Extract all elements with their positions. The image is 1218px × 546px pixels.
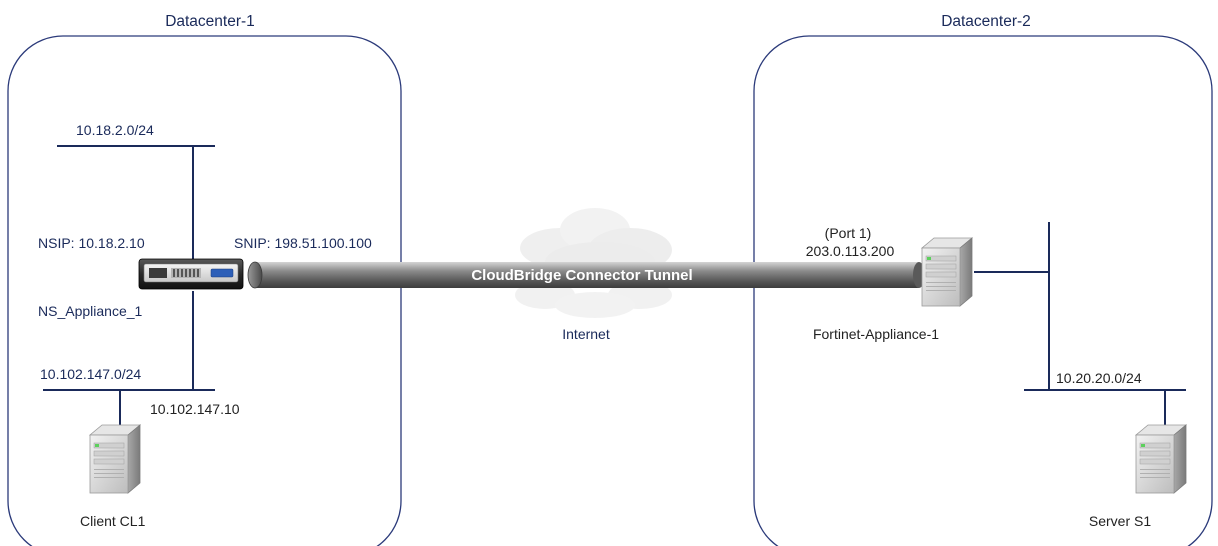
client-ip-label: 10.102.147.10 <box>150 401 240 417</box>
internet-label: Internet <box>562 326 610 342</box>
snip-label: SNIP: 198.51.100.100 <box>234 235 372 251</box>
server-s1-icon <box>1135 424 1187 494</box>
nsip-label: NSIP: 10.18.2.10 <box>38 235 145 251</box>
netscaler-appliance-icon <box>138 258 244 290</box>
tunnel-label: CloudBridge Connector Tunnel <box>471 267 692 284</box>
datacenter-1-boundary <box>7 35 402 546</box>
port-label: (Port 1) <box>825 225 872 241</box>
client-name-label: Client CL1 <box>80 513 146 529</box>
datacenter-2-boundary <box>753 35 1213 546</box>
datacenter-2-title: Datacenter-2 <box>941 13 1031 30</box>
fortinet-appliance-label: Fortinet-Appliance-1 <box>813 326 939 342</box>
cloudbridge-tunnel <box>247 261 925 289</box>
server-s1-label: Server S1 <box>1089 513 1151 529</box>
fortinet-appliance-icon <box>921 237 973 307</box>
subnet-right-label: 10.20.20.0/24 <box>1056 370 1142 386</box>
ns-appliance-label: NS_Appliance_1 <box>38 303 143 319</box>
client-server-icon <box>89 424 141 494</box>
datacenter-1-title: Datacenter-1 <box>165 13 255 30</box>
subnet-top-label: 10.18.2.0/24 <box>76 122 154 138</box>
subnet-bottom-label: 10.102.147.0/24 <box>40 366 141 382</box>
public-ip-label: 203.0.113.200 <box>806 243 895 259</box>
